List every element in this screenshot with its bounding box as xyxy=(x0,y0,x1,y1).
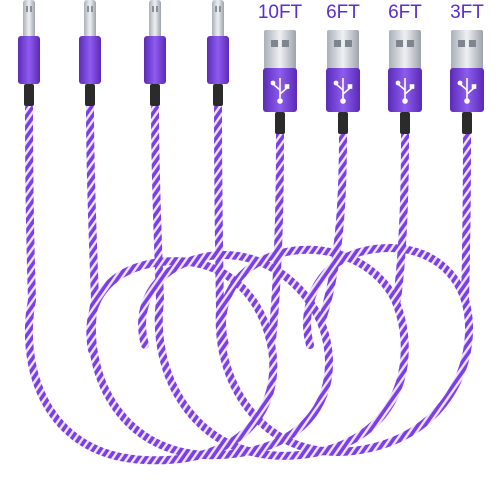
usb-run-3 xyxy=(393,131,409,304)
length-label-cable-4: 3FT xyxy=(450,2,484,23)
lightning-run-2 xyxy=(86,104,99,304)
usb-run-2 xyxy=(318,131,347,324)
usb-cable-runs xyxy=(268,131,471,344)
usb-run-1 xyxy=(268,131,284,344)
lightning-run-4 xyxy=(214,104,224,314)
usb-run-4 xyxy=(461,131,471,304)
lightning-run-1 xyxy=(25,104,36,304)
length-label-cable-1: 10FT xyxy=(257,2,303,23)
usb-trident-icon xyxy=(270,78,290,104)
cable-loop-1 xyxy=(24,257,278,465)
lightning-connector-3 xyxy=(144,0,166,106)
lightning-cable-runs xyxy=(25,104,224,314)
lightning-connector-1 xyxy=(18,0,40,106)
usb-connector-2 xyxy=(326,30,360,134)
cable-loop-2 xyxy=(87,250,333,460)
usb-trident-icon xyxy=(333,78,353,104)
usb-connector-3 xyxy=(388,30,422,134)
lightning-run-3 xyxy=(151,104,164,304)
cable-loop-3 xyxy=(154,245,409,460)
cable-loop-4 xyxy=(215,244,474,456)
length-label-cable-3: 6FT xyxy=(388,2,422,23)
length-label-cable-2: 6FT xyxy=(326,2,360,23)
usb-trident-icon xyxy=(395,78,415,104)
lightning-connector-4 xyxy=(207,0,229,106)
usb-connector-1 xyxy=(263,30,297,134)
usb-connector-4 xyxy=(450,30,484,134)
lightning-connector-2 xyxy=(79,0,101,106)
usb-trident-icon xyxy=(457,78,477,104)
